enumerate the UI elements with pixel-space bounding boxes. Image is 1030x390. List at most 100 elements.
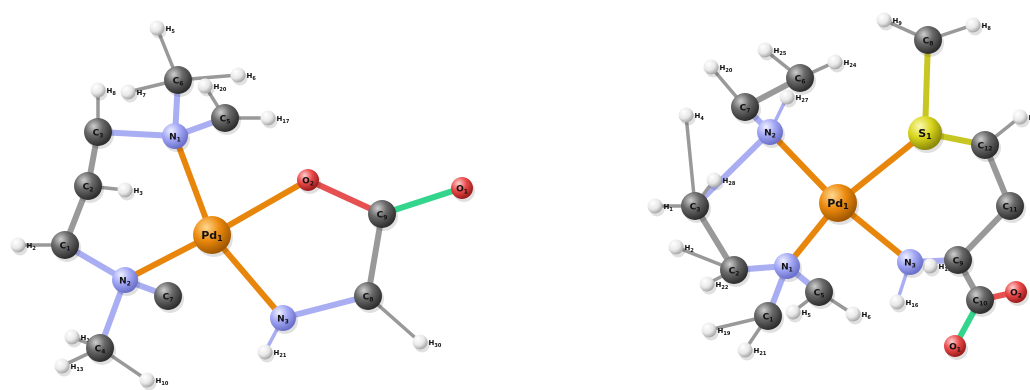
- atom-label: Pd1: [827, 197, 849, 211]
- atom-s1: S1: [908, 116, 944, 153]
- atom-h17: H17: [260, 110, 290, 129]
- atom-h11: H11: [922, 258, 952, 277]
- atom-sphere: [84, 118, 112, 146]
- atom-c5: C5: [211, 104, 241, 135]
- atom-label: H6: [862, 311, 872, 321]
- atom-h13: H13: [54, 358, 84, 377]
- atom-label: C5: [814, 288, 825, 299]
- atom-h1: H1: [647, 198, 673, 217]
- atom-sphere: [260, 110, 276, 126]
- atom-c11: C11: [996, 192, 1026, 223]
- atom-h9: H9: [876, 12, 903, 31]
- atom-label: O1: [456, 184, 468, 195]
- atom-n2: N2: [757, 119, 785, 148]
- atom-sphere: [681, 192, 709, 220]
- atom-label: C3: [690, 202, 701, 213]
- atom-label: H7: [137, 89, 147, 99]
- atom-c8: C8: [914, 26, 944, 57]
- atom-n1: N1: [162, 123, 190, 152]
- atom-c2: C2: [74, 172, 104, 203]
- atom-label: S1: [918, 127, 932, 141]
- atom-sphere: [737, 342, 753, 358]
- atom-sphere: [647, 198, 663, 214]
- atom-h28: H28: [706, 172, 736, 191]
- atom-sphere: [297, 169, 319, 191]
- atom-label: H19: [718, 327, 731, 337]
- atom-label: H13: [71, 363, 84, 373]
- atom-sphere: [706, 172, 722, 188]
- atom-sphere: [996, 192, 1024, 220]
- bond-c9-o1: [379, 185, 465, 217]
- atom-label: H10: [156, 377, 169, 387]
- atom-label: H20: [720, 64, 733, 74]
- atom-h8: H8: [965, 17, 991, 36]
- atom-label: H5: [166, 25, 176, 35]
- atom-sphere: [211, 104, 239, 132]
- atom-h25: H25: [757, 42, 787, 61]
- atom-pd1: Pd1: [819, 184, 859, 225]
- atom-sphere: [90, 82, 106, 98]
- atom-h8: H8: [90, 82, 117, 101]
- atom-h3: H3: [117, 182, 144, 201]
- atom-label: H2: [27, 242, 37, 252]
- atom-sphere: [757, 119, 783, 145]
- atom-label: H28: [723, 177, 736, 187]
- atom-sphere: [908, 116, 942, 150]
- atom-label: N2: [764, 128, 776, 139]
- atom-label: C8: [363, 292, 374, 303]
- atom-o1: O1: [451, 177, 475, 202]
- atom-label: H24: [844, 59, 857, 69]
- atom-n2: N2: [112, 267, 140, 296]
- atom-label: C6: [795, 74, 806, 85]
- atom-label: H3: [134, 187, 144, 197]
- atom-label: C12: [978, 141, 993, 152]
- atom-label: H15: [1029, 114, 1030, 124]
- atom-sphere: [827, 54, 843, 70]
- atom-sphere: [922, 258, 938, 274]
- atom-c1: C1: [754, 302, 784, 333]
- atom-sphere: [1005, 281, 1027, 303]
- atom-h20: H20: [703, 59, 733, 78]
- atom-label: C1: [60, 241, 71, 252]
- atom-h5: H5: [785, 304, 811, 323]
- atom-label: H9: [893, 17, 903, 27]
- atom-label: C7: [163, 292, 174, 303]
- atom-label: C3: [93, 128, 104, 139]
- atom-sphere: [805, 278, 833, 306]
- atom-label: C6: [173, 76, 184, 87]
- atom-sphere: [197, 78, 213, 94]
- atom-label: N1: [781, 262, 793, 273]
- atom-label: H2: [685, 244, 695, 254]
- atom-label: H8: [107, 87, 117, 97]
- atom-h21: H21: [257, 344, 287, 363]
- atom-sphere: [10, 237, 26, 253]
- atom-label: C2: [83, 182, 94, 193]
- atom-label: H22: [716, 281, 729, 291]
- atom-sphere: [754, 302, 782, 330]
- atom-c9: C9: [944, 246, 974, 277]
- atom-sphere: [944, 246, 972, 274]
- atom-sphere: [164, 66, 192, 94]
- atom-sphere: [785, 304, 801, 320]
- atom-sphere: [64, 329, 80, 345]
- atom-h6: H6: [845, 306, 872, 325]
- atom-h27: H27: [779, 89, 809, 108]
- atom-c7: C7: [154, 282, 184, 313]
- atom-h30: H30: [412, 334, 442, 353]
- atom-sphere: [731, 93, 759, 121]
- atom-label: N3: [904, 258, 916, 269]
- atom-label: O2: [302, 176, 314, 187]
- atom-sphere: [701, 322, 717, 338]
- atom-sphere: [117, 182, 133, 198]
- atom-c3: C3: [84, 118, 114, 149]
- atom-sphere: [876, 12, 892, 28]
- atom-c5: C5: [805, 278, 835, 309]
- atom-label: H11: [939, 263, 952, 273]
- atom-sphere: [774, 253, 800, 279]
- atom-label: C8: [923, 36, 934, 47]
- atom-sphere: [451, 177, 473, 199]
- atom-h19: H19: [701, 322, 731, 341]
- atom-sphere: [412, 334, 428, 350]
- atom-sphere: [354, 282, 382, 310]
